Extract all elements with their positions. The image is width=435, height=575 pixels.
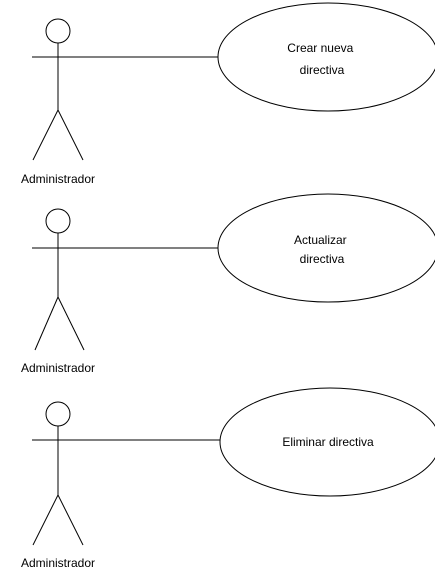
actor-label-3: Administrador (21, 556, 95, 570)
actor-figure-3 (32, 401, 84, 546)
use-case-row-3: Administrador Eliminar directiva (21, 387, 435, 570)
actor-left-leg-3 (32, 494, 59, 546)
actor-left-leg-1 (32, 109, 59, 161)
actor-label-2: Administrador (21, 361, 95, 375)
use-case-row-1: Administrador Crear nueva directiva (21, 2, 435, 186)
use-case-row-2: Administrador Actualizar directiva (21, 193, 435, 375)
actor-figure-2 (32, 208, 85, 351)
use-case-ellipse-2 (217, 193, 435, 303)
actor-head-3 (45, 401, 71, 427)
actor-left-leg-2 (34, 296, 59, 351)
actor-figure-1 (32, 18, 84, 161)
actor-head-2 (45, 208, 71, 234)
use-case-label-3-line-1: Eliminar directiva (282, 435, 374, 449)
use-case-label-2-line-2: directiva (300, 252, 345, 266)
actor-label-1: Administrador (21, 172, 95, 186)
use-case-ellipse-3 (219, 387, 435, 497)
use-case-label-1-line-1: Crear nueva (287, 41, 353, 55)
actor-head-1 (45, 18, 71, 44)
use-case-label-1-line-2: directiva (300, 63, 345, 77)
use-case-label-1: Crear nueva directiva (287, 41, 356, 77)
use-case-ellipse-1 (217, 2, 435, 112)
use-case-label-2: Actualizar directiva (294, 233, 350, 266)
actor-right-leg-2 (57, 296, 85, 351)
use-case-label-3: Eliminar directiva (282, 435, 374, 449)
actor-right-leg-1 (57, 109, 84, 161)
actor-right-leg-3 (57, 494, 84, 546)
use-case-label-2-line-1: Actualizar (294, 233, 347, 247)
